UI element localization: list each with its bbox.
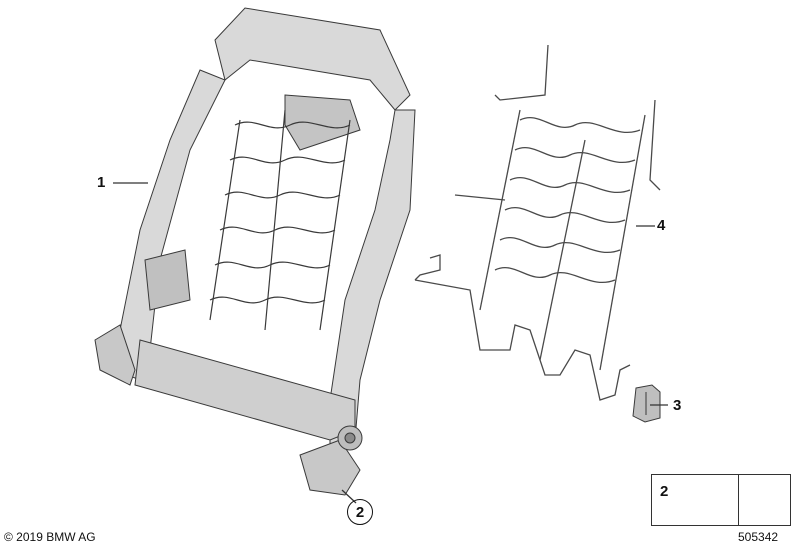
seat-backrest-frame	[94, 7, 416, 496]
callout-2: 2	[347, 499, 373, 525]
legend-divider	[738, 475, 739, 525]
frame-wire-mat	[209, 109, 351, 331]
image-id: 505342	[738, 530, 779, 544]
leader-lines	[113, 182, 668, 504]
legend-part-number: 2	[660, 483, 669, 500]
clip-part	[632, 384, 661, 423]
callout-1: 1	[97, 174, 106, 191]
copyright-text: © 2019 BMW AG	[4, 530, 96, 544]
parts-legend-box: 2	[651, 474, 791, 526]
callout-3: 3	[673, 397, 682, 414]
callout-4: 4	[657, 217, 666, 234]
spring-mat	[414, 44, 661, 401]
